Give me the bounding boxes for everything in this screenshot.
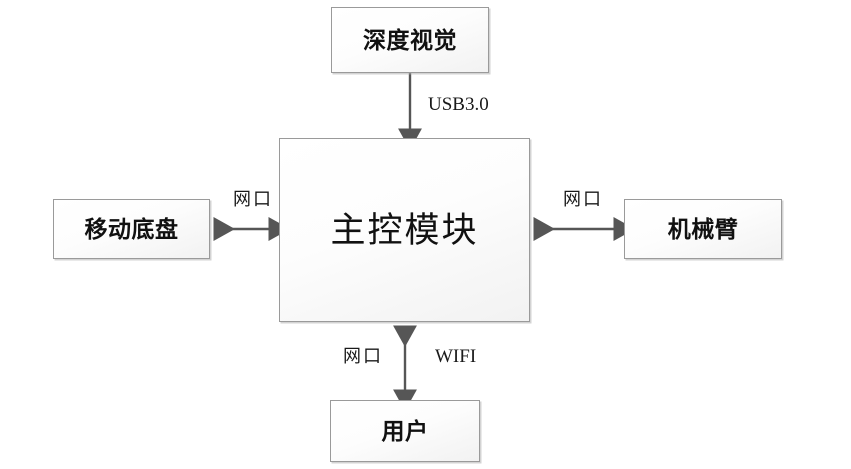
node-robotic-arm[interactable]: 机械臂	[624, 199, 782, 259]
node-depth-vision[interactable]: 深度视觉	[331, 7, 489, 73]
node-depth-vision-label: 深度视觉	[363, 27, 457, 53]
node-main-control[interactable]: 主控模块	[279, 138, 530, 322]
node-user[interactable]: 用户	[330, 400, 480, 462]
edge-label-arm-network-port: 网口	[563, 189, 603, 209]
node-user-label: 用户	[381, 418, 429, 444]
edge-label-user-network-port: 网口	[343, 346, 383, 366]
node-main-control-label: 主控模块	[330, 210, 479, 250]
edge-label-user-wifi: WIFI	[435, 346, 477, 367]
edge-label-chassis-network-port: 网口	[233, 189, 273, 209]
node-mobile-chassis[interactable]: 移动底盘	[53, 199, 210, 259]
node-robotic-arm-label: 机械臂	[667, 216, 739, 242]
node-mobile-chassis-label: 移动底盘	[84, 216, 179, 242]
edge-label-usb3: USB3.0	[428, 94, 489, 115]
